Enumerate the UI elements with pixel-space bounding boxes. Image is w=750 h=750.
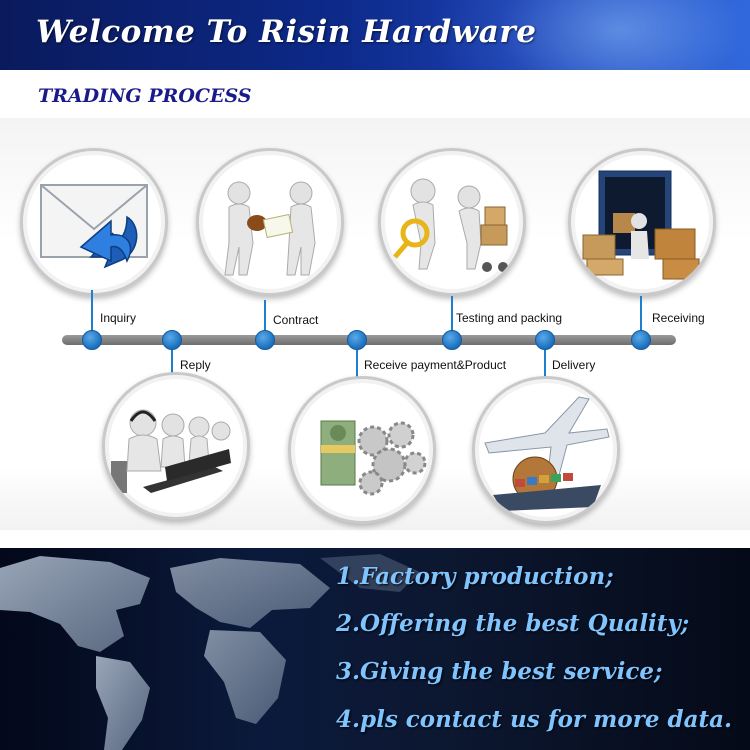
testing-packing-image (378, 148, 526, 296)
delivery-image (472, 376, 620, 524)
container-icon (582, 170, 700, 280)
contract-image (196, 148, 344, 296)
features-banner: 1.Factory production; 2.Offering the bes… (0, 548, 750, 750)
envelope-icon (40, 184, 148, 269)
world-map-icon (0, 554, 420, 750)
inquiry-image (20, 148, 168, 296)
connector (171, 345, 173, 379)
contract-dot (255, 330, 275, 350)
page-title: Welcome To Risin Hardware (36, 14, 537, 50)
reply-image (102, 372, 250, 520)
step-delivery: Delivery (552, 358, 596, 372)
header-banner: Welcome To Risin Hardware (0, 0, 750, 70)
reply-dot (162, 330, 182, 350)
feature-line-1: 1.Factory production; (336, 563, 614, 590)
step-reply: Reply (180, 358, 211, 372)
section-title: TRADING PROCESS (38, 85, 252, 107)
feature-line-4: 4.pls contact us for more data. (336, 706, 733, 733)
step-contract: Contract (273, 313, 319, 327)
connector (356, 345, 358, 379)
delivery-dot (535, 330, 555, 350)
receive-payment-image (288, 376, 436, 524)
step-testing-packing: Testing and packing (456, 311, 563, 325)
receiving-dot (631, 330, 651, 350)
connector (451, 296, 453, 336)
step-receiving: Receiving (652, 311, 705, 325)
connector (544, 345, 546, 379)
magnifier-icon (393, 178, 508, 272)
process-timeline (62, 335, 676, 345)
airplane-ship-icon (484, 396, 610, 511)
call-center-icon (111, 409, 231, 493)
step-receive-payment: Receive payment&Product (364, 358, 507, 372)
connector (91, 290, 93, 336)
receive-payment-dot (347, 330, 367, 350)
connector (640, 296, 642, 336)
money-gears-icon (320, 420, 427, 496)
handshake-icon (224, 181, 316, 276)
inquiry-dot (82, 330, 102, 350)
testing-dot (442, 330, 462, 350)
connector (264, 300, 266, 336)
feature-line-2: 2.Offering the best Quality; (336, 610, 690, 637)
step-inquiry: Inquiry (100, 311, 137, 325)
feature-line-3: 3.Giving the best service; (336, 658, 663, 685)
receiving-image (568, 148, 716, 296)
